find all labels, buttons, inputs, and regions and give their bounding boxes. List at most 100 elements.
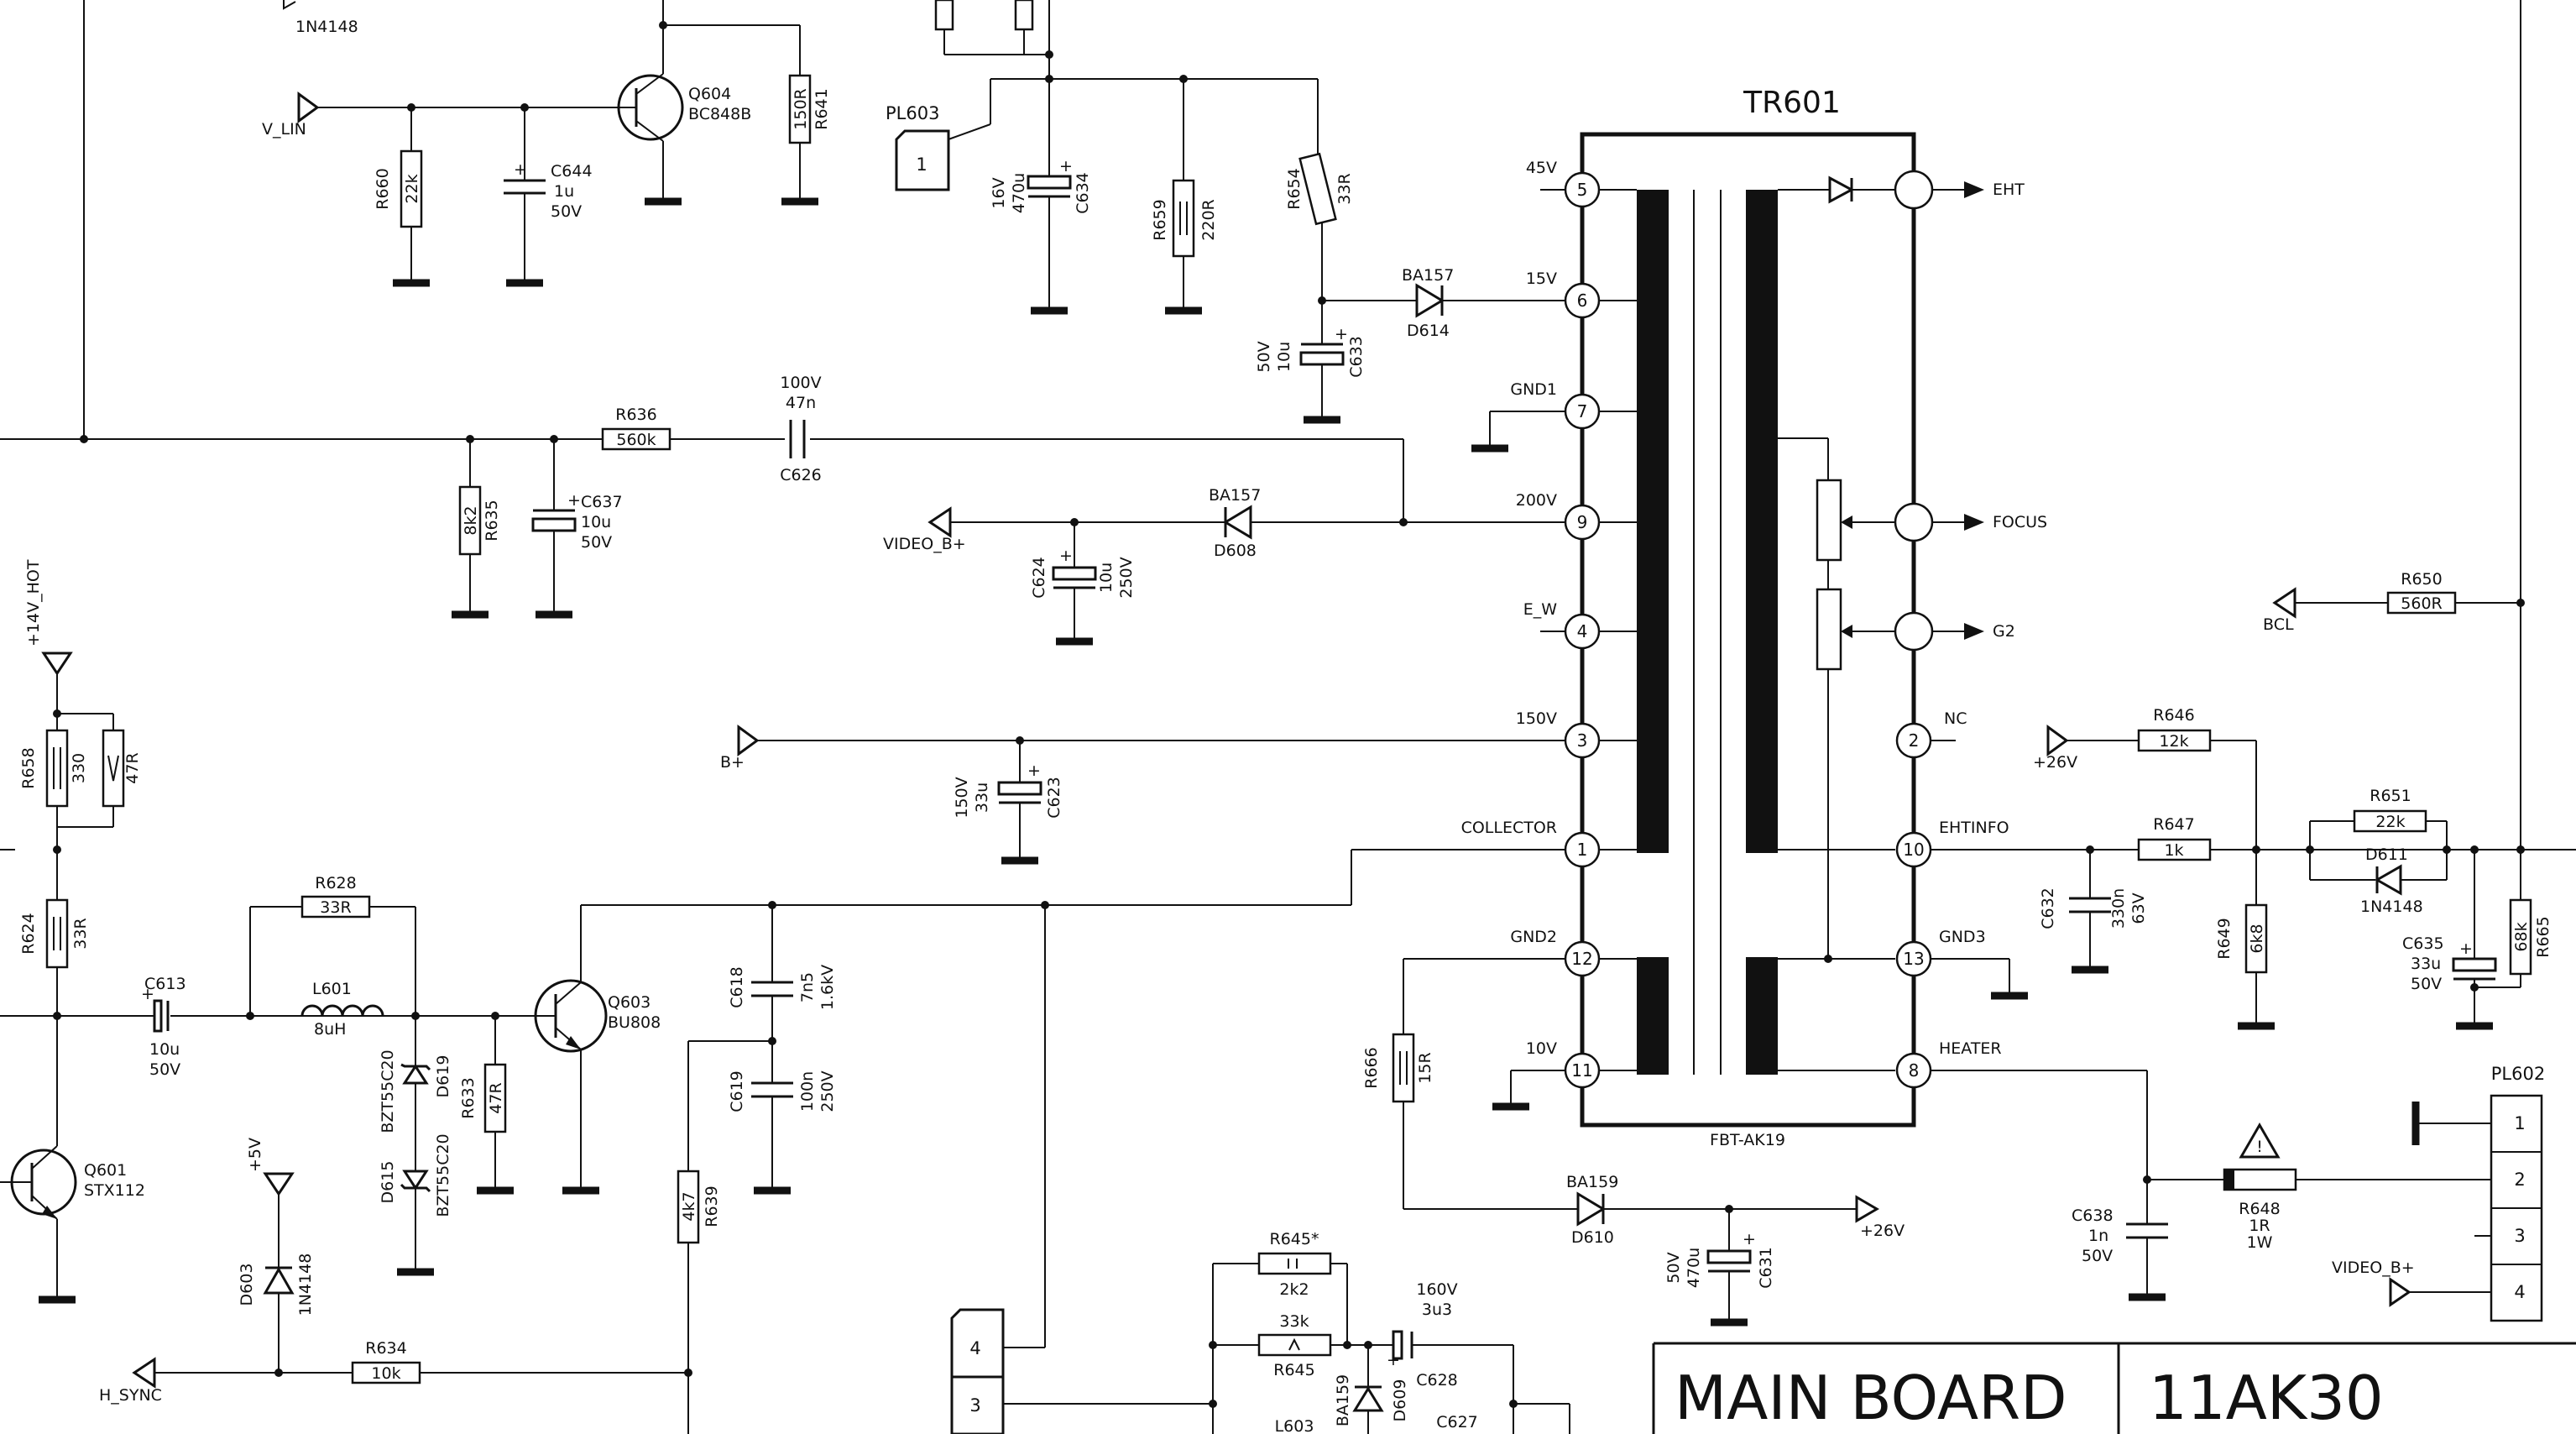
d603-diode-icon xyxy=(263,1266,295,1295)
svg-text:R633: R633 xyxy=(459,1077,478,1118)
svg-text:R660: R660 xyxy=(374,168,392,209)
svg-text:C634: C634 xyxy=(1074,172,1092,214)
svg-text:+: + xyxy=(1059,157,1073,175)
svg-text:33R: 33R xyxy=(71,918,90,949)
svg-text:D611: D611 xyxy=(2365,845,2408,864)
eht-arrow-icon xyxy=(1964,181,1984,198)
svg-text:D619: D619 xyxy=(434,1055,452,1098)
video-b-port-icon xyxy=(927,506,952,538)
svg-text:+: + xyxy=(1387,1351,1400,1369)
svg-text:R645*: R645* xyxy=(1270,1230,1319,1248)
svg-text:BZT55C20: BZT55C20 xyxy=(379,1049,397,1133)
r666-resistor xyxy=(1392,1033,1415,1103)
svg-text:BA159: BA159 xyxy=(1334,1374,1352,1426)
svg-text:1R: 1R xyxy=(2249,1217,2270,1235)
svg-text:+: + xyxy=(567,491,581,510)
r654-resistor xyxy=(1298,152,1337,226)
svg-text:FOCUS: FOCUS xyxy=(1993,513,2047,531)
svg-text:5: 5 xyxy=(1577,180,1588,200)
svg-text:10V: 10V xyxy=(1526,1039,1557,1058)
video-b-section: VIDEO_B+ BA157 D608 + C624 10u 250V xyxy=(883,486,1582,646)
svg-text:9: 9 xyxy=(1577,512,1588,532)
svg-text:560R: 560R xyxy=(2401,594,2442,613)
svg-text:15V: 15V xyxy=(1526,270,1557,288)
r628-resistor xyxy=(300,895,371,918)
svg-text:C635: C635 xyxy=(2402,934,2444,953)
svg-text:3: 3 xyxy=(969,1395,980,1416)
v-lin-label: V_LIN xyxy=(262,120,306,139)
svg-text:6: 6 xyxy=(1577,290,1588,311)
svg-text:C638: C638 xyxy=(2072,1206,2114,1225)
svg-text:D608: D608 xyxy=(1214,542,1257,560)
top-diode-label: 1N4148 xyxy=(295,18,358,36)
svg-text:1N4148: 1N4148 xyxy=(296,1253,315,1316)
r645-star-resistor xyxy=(1257,1252,1332,1275)
svg-text:C644: C644 xyxy=(551,162,593,181)
svg-text:200V: 200V xyxy=(1516,491,1557,510)
primary-core xyxy=(1637,190,1669,853)
r645-resistor xyxy=(1257,1333,1332,1357)
svg-text:BU808: BU808 xyxy=(608,1013,661,1032)
q604-transistor-icon xyxy=(617,74,684,141)
svg-text:+: + xyxy=(2459,939,2473,958)
r660-resistor xyxy=(400,149,423,228)
svg-text:10: 10 xyxy=(1903,840,1924,860)
svg-text:STX112: STX112 xyxy=(84,1181,145,1200)
svg-text:BA157: BA157 xyxy=(1209,486,1261,505)
svg-text:3: 3 xyxy=(2514,1226,2525,1246)
svg-text:4: 4 xyxy=(1577,621,1588,641)
svg-text:R646: R646 xyxy=(2153,706,2194,725)
svg-text:47R: 47R xyxy=(123,752,142,783)
svg-text:Q604: Q604 xyxy=(688,85,731,103)
svg-text:12k: 12k xyxy=(2159,732,2188,751)
svg-text:2: 2 xyxy=(2514,1170,2525,1190)
eht-rectifier-icon xyxy=(1828,175,1855,204)
svg-text:47n: 47n xyxy=(786,394,816,412)
svg-text:1: 1 xyxy=(2514,1113,2525,1133)
d615-zener-icon xyxy=(402,1170,429,1191)
svg-text:+14V_HOT: +14V_HOT xyxy=(24,559,43,646)
svg-text:R624: R624 xyxy=(19,913,38,954)
svg-text:250V: 250V xyxy=(818,1070,837,1112)
q603-transistor-icon xyxy=(534,979,608,1053)
middle-left-section: 560k R636 100V 47n C626 8k2 R635 + C637 … xyxy=(0,374,1404,619)
svg-text:PL603: PL603 xyxy=(886,103,939,123)
svg-text:15R: 15R xyxy=(1416,1052,1434,1083)
svg-text:50V: 50V xyxy=(1255,341,1273,372)
svg-text:EHTINFO: EHTINFO xyxy=(1939,819,2009,837)
svg-text:C624: C624 xyxy=(1030,557,1048,599)
svg-text:1k: 1k xyxy=(2164,841,2183,860)
svg-text:NC: NC xyxy=(1944,709,1967,728)
svg-text:+26V: +26V xyxy=(2033,753,2077,772)
svg-text:33R: 33R xyxy=(1335,173,1354,204)
warning-triangle-icon xyxy=(2239,1123,2281,1159)
g2-potentiometer xyxy=(1816,588,1842,671)
svg-text:HEATER: HEATER xyxy=(1939,1039,2002,1058)
pl603-connector xyxy=(895,129,950,191)
svg-text:R634: R634 xyxy=(365,1339,406,1358)
svg-text:10u: 10u xyxy=(1097,563,1116,593)
b-plus-section: B+ + 150V 33u C623 xyxy=(720,725,1582,865)
svg-text:4: 4 xyxy=(969,1338,980,1358)
svg-text:2: 2 xyxy=(1909,730,1920,751)
svg-text:R628: R628 xyxy=(315,874,356,892)
r647-resistor xyxy=(2137,838,2212,861)
d614-diode-icon xyxy=(1415,283,1445,318)
svg-text:R648: R648 xyxy=(2239,1200,2280,1218)
svg-text:16V: 16V xyxy=(990,177,1008,208)
svg-text:33k: 33k xyxy=(1279,1312,1309,1331)
svg-text:R665: R665 xyxy=(2534,916,2552,957)
svg-text:3: 3 xyxy=(1577,730,1588,751)
svg-text:R641: R641 xyxy=(813,88,831,129)
svg-text:E_W: E_W xyxy=(1523,600,1558,619)
svg-text:330: 330 xyxy=(70,753,88,783)
svg-text:7n5: 7n5 xyxy=(798,972,817,1002)
svg-text:10k: 10k xyxy=(371,1364,400,1383)
svg-text:1N4148: 1N4148 xyxy=(2360,898,2423,916)
svg-text:10u: 10u xyxy=(1275,342,1293,372)
d609-diode-icon xyxy=(1352,1386,1384,1412)
svg-text:150V: 150V xyxy=(953,777,971,818)
svg-text:68k: 68k xyxy=(2512,922,2531,951)
svg-text:COLLECTOR: COLLECTOR xyxy=(1461,819,1557,837)
svg-text:D615: D615 xyxy=(379,1161,397,1204)
